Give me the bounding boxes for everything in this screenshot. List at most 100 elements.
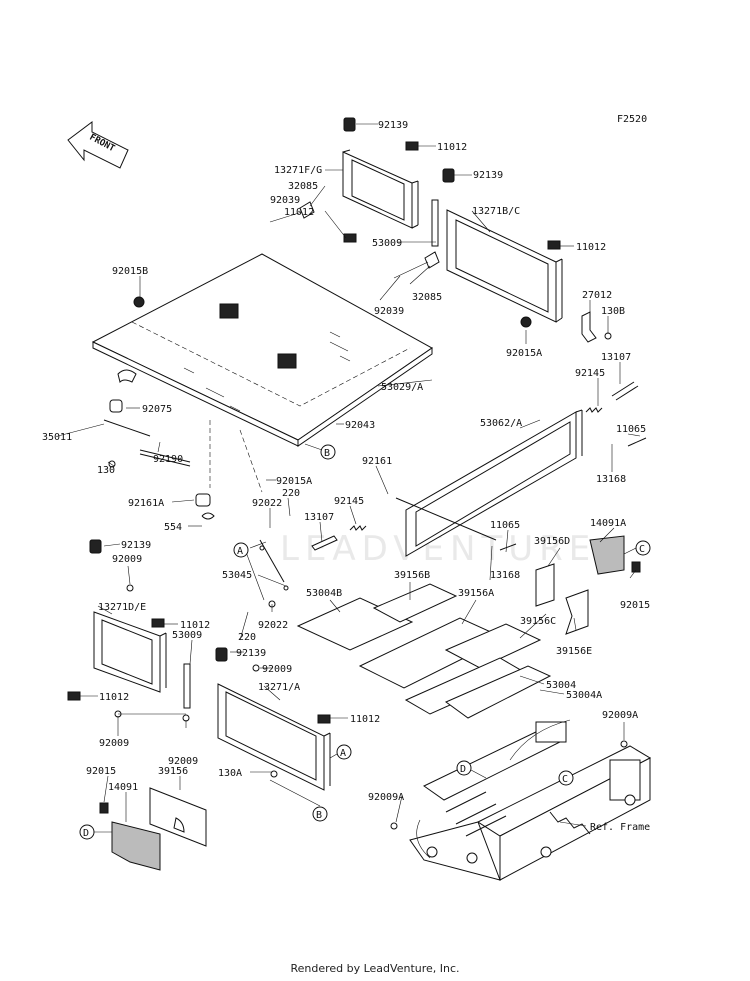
svg-text:C: C (562, 774, 568, 785)
bolt-icon (390, 822, 398, 830)
footer-credit: Rendered by LeadVenture, Inc. (290, 962, 460, 975)
part-label: 92009 (168, 756, 198, 767)
part-label: 11012 (180, 620, 210, 631)
svg-text:D: D (460, 764, 466, 775)
part-label: 53045 (222, 570, 252, 581)
cable-icon (259, 539, 289, 591)
svg-text:B: B (324, 448, 330, 459)
part-label: 39156A (458, 588, 494, 599)
side-panel-fg (342, 149, 419, 229)
cap-icon (151, 618, 165, 628)
mat-39156b (372, 583, 458, 623)
cover-39156d (535, 563, 555, 607)
figure-code: F2520 (617, 114, 647, 125)
part-label: 32085 (412, 292, 442, 303)
part-label: 35011 (42, 432, 72, 443)
callout-d: D (456, 760, 472, 776)
nut-icon (520, 316, 532, 328)
part-label: 92190 (153, 454, 183, 465)
callout-b: B (312, 806, 328, 822)
svg-text:B: B (316, 810, 322, 821)
part-label: 92145 (334, 496, 364, 507)
mat-53004a (445, 665, 552, 719)
part-label: 11012 (284, 207, 314, 218)
rod-icon (395, 497, 497, 541)
spring-icon (349, 525, 367, 531)
part-label: 53029/A (381, 382, 423, 393)
part-label: 92009 (262, 664, 292, 675)
spring-icon (585, 407, 603, 413)
part-label: 53004B (306, 588, 342, 599)
part-label: 39156 (158, 766, 188, 777)
part-label: 13271B/C (472, 206, 520, 217)
part-label: 92015B (112, 266, 148, 277)
rod-icon (311, 535, 338, 551)
part-label: 92075 (142, 404, 172, 415)
part-label: 11012 (437, 142, 467, 153)
front-arrow-icon: FRONT (67, 121, 129, 169)
part-label: 27012 (582, 290, 612, 301)
bolt-icon (126, 584, 134, 592)
svg-text:D: D (83, 828, 89, 839)
grommet-icon (215, 647, 228, 662)
latch-icon (103, 399, 191, 467)
part-label: 92161 (362, 456, 392, 467)
callout-c: C (558, 770, 574, 786)
svg-text:A: A (340, 748, 346, 759)
part-labels: 92139 11012 92139 13271F/G 32085 92039 1… (42, 120, 650, 803)
pin-icon (611, 381, 639, 401)
part-label: 92015 (86, 766, 116, 777)
bolt-icon (270, 770, 278, 778)
part-label: 92139 (236, 648, 266, 659)
part-label: 92009A (368, 792, 404, 803)
leader-lines (57, 123, 641, 827)
part-label: 92015A (506, 348, 542, 359)
side-panel-de (93, 611, 167, 693)
callout-a: A (336, 744, 352, 760)
cap-icon (547, 240, 561, 250)
part-label: 53062/A (480, 418, 522, 429)
rail-icon (431, 199, 439, 247)
part-label: 130 (97, 465, 115, 476)
bolt-icon (252, 664, 260, 672)
part-label: 13271/A (258, 682, 300, 693)
part-label: 130B (601, 306, 625, 317)
part-label: 11012 (576, 242, 606, 253)
ref-frame-label: Ref. Frame (590, 822, 650, 833)
guard-14091 (111, 821, 161, 871)
svg-text:A: A (237, 546, 243, 557)
pin-icon (627, 437, 647, 447)
part-label: 92161A (128, 498, 164, 509)
part-label: 39156C (520, 616, 556, 627)
part-label: 554 (164, 522, 182, 533)
part-label: 53004 (546, 680, 576, 691)
rail-icon (183, 663, 191, 709)
part-label: 92022 (258, 620, 288, 631)
pin-icon (499, 543, 517, 551)
nut-icon (133, 296, 145, 308)
callout-b: B (320, 444, 336, 460)
callout-c: C (635, 540, 651, 556)
nut-icon (631, 561, 641, 573)
part-label: 11065 (616, 424, 646, 435)
part-label: 39156B (394, 570, 430, 581)
part-label: 92139 (473, 170, 503, 181)
frame-reference (409, 719, 652, 881)
part-label: 14091 (108, 782, 138, 793)
part-label: 13107 (601, 352, 631, 363)
part-label: 92039 (374, 306, 404, 317)
cap-icon (317, 714, 331, 724)
side-panel-bc (446, 209, 563, 323)
part-label: 11012 (350, 714, 380, 725)
part-label: 11012 (99, 692, 129, 703)
part-label: 92043 (345, 420, 375, 431)
bracket-icon (581, 311, 597, 343)
part-label: 13271D/E (98, 602, 146, 613)
callout-a: A (233, 542, 249, 558)
cover-39156e (565, 589, 589, 635)
hinge-icon (424, 251, 440, 269)
part-label: 53009 (372, 238, 402, 249)
part-label: 39156E (556, 646, 592, 657)
part-label: 92039 (270, 195, 300, 206)
